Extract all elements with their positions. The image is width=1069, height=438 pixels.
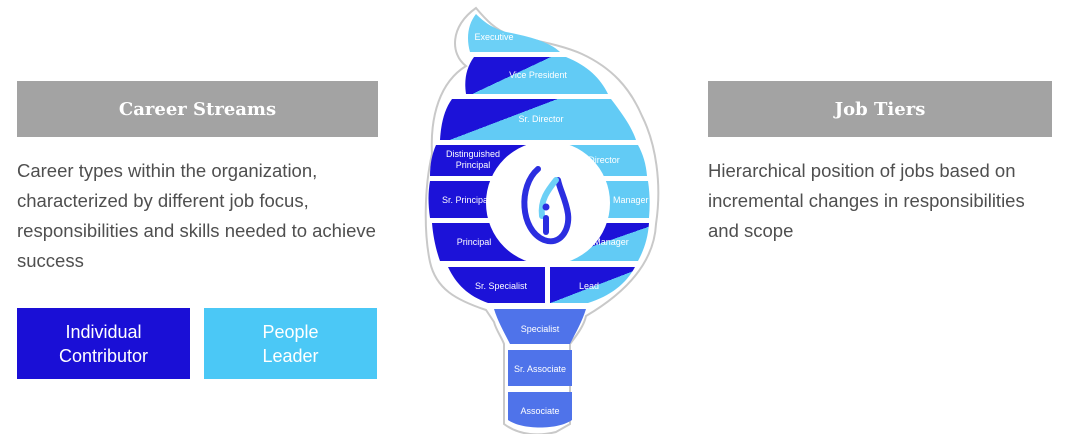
tier-sr-principal-label: Sr. Principal xyxy=(442,195,490,205)
tier-distinguished-principal-label-1: Distinguished xyxy=(446,149,500,159)
tier-sr-specialist xyxy=(448,267,545,303)
career-ladder-diagram: Executive Vice President Sr. Director Di… xyxy=(424,6,660,434)
individual-contributor-label: Individual Contributor xyxy=(58,321,149,366)
tier-associate-label: Associate xyxy=(520,406,559,416)
career-streams-title: Career Streams xyxy=(118,98,277,120)
tier-sr-director-label: Sr. Director xyxy=(518,114,563,124)
job-tiers-header: Job Tiers xyxy=(708,81,1052,137)
tier-manager-label: Manager xyxy=(593,237,629,247)
tier-specialist xyxy=(494,309,586,344)
tier-vice-president-label: Vice President xyxy=(509,70,567,80)
job-tiers-title: Job Tiers xyxy=(834,98,926,120)
tier-lead xyxy=(550,267,635,303)
tier-lead-label: Lead xyxy=(579,281,599,291)
tier-specialist-label: Specialist xyxy=(521,324,560,334)
center-circle xyxy=(486,141,610,265)
tier-sr-director xyxy=(440,99,636,140)
tier-executive-label: Executive xyxy=(474,32,513,42)
people-leader-label: People Leader xyxy=(262,321,319,366)
career-streams-header: Career Streams xyxy=(17,81,378,137)
job-tiers-description: Hierarchical position of jobs based on i… xyxy=(708,160,1025,241)
tier-vice-president xyxy=(465,57,608,94)
logo-icon xyxy=(521,166,572,245)
tier-executive xyxy=(468,14,560,52)
tier-sr-associate-label: Sr. Associate xyxy=(514,364,566,374)
tier-director-label: Director xyxy=(588,155,620,165)
tier-sr-associate xyxy=(508,350,572,386)
individual-contributor-button[interactable]: Individual Contributor xyxy=(17,308,190,379)
tier-distinguished-principal-label-2: Principal xyxy=(456,160,491,170)
tier-sr-specialist-label: Sr. Specialist xyxy=(475,281,528,291)
tier-associate xyxy=(508,392,572,428)
career-streams-description: Career types within the organization, ch… xyxy=(17,160,376,271)
tier-sr-manager-label: Sr. Manager xyxy=(599,195,648,205)
tier-principal-label: Principal xyxy=(457,237,492,247)
people-leader-button[interactable]: People Leader xyxy=(204,308,377,379)
